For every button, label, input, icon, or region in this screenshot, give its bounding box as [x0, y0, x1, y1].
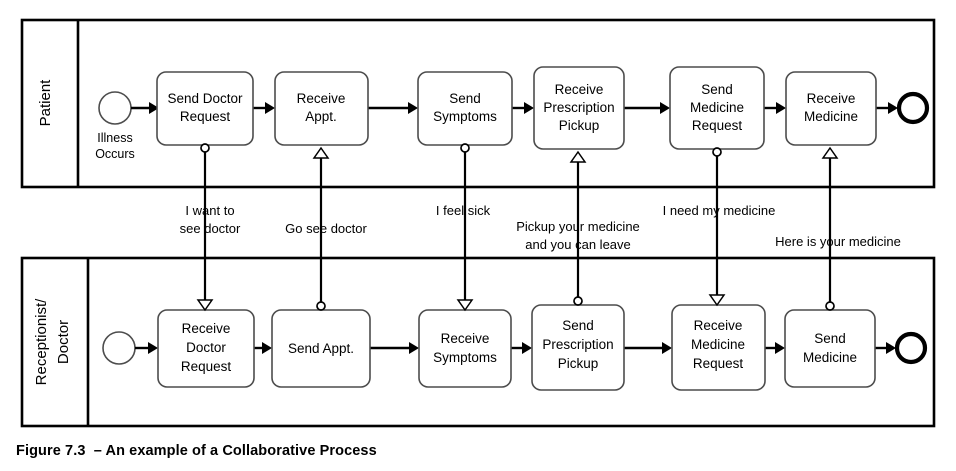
doctor-end-event: [894, 331, 928, 365]
message-flow-target-arrowhead: [196, 299, 214, 312]
task-send-doctor-request-line2: Request: [180, 109, 231, 124]
task-receive-doctor-request-line2: Doctor: [186, 340, 226, 355]
patient-start-event-label-line1: Illness: [97, 131, 132, 145]
task-send-prescription-pickup-line2: Prescription: [542, 337, 613, 352]
task-send-prescription-pickup[interactable]: Send Prescription Pickup: [531, 304, 625, 391]
task-send-medicine-box[interactable]: [784, 309, 876, 388]
message-flow-label-line1: Pickup your medicine: [516, 219, 640, 234]
message-flow-target-arrowhead: [821, 146, 839, 159]
pool-patient: Patient Illness Occurs Send Doctor: [20, 18, 936, 189]
task-send-medicine-request-line3: Request: [692, 118, 743, 133]
task-send-symptoms-line1: Send: [449, 91, 481, 106]
message-flow-target-arrowhead: [312, 146, 330, 159]
message-flow-target-arrowhead: [708, 294, 726, 307]
message-flow-source-marker: [460, 143, 470, 153]
pool-patient-label: Patient: [37, 79, 54, 127]
message-flow-label-line2: and you can leave: [525, 237, 631, 252]
task-receive-appt-box[interactable]: [274, 71, 369, 146]
task-send-medicine-request-line1: Send: [701, 82, 733, 97]
message-flow-i-feel-sick[interactable]: I feel sick: [436, 143, 491, 312]
patient-end-event: [896, 91, 930, 125]
task-receive-medicine-line2: Medicine: [804, 109, 858, 124]
task-receive-appt[interactable]: Receive Appt.: [274, 71, 369, 146]
task-send-prescription-pickup-line3: Pickup: [558, 356, 599, 371]
task-send-symptoms-line2: Symptoms: [433, 109, 497, 124]
task-receive-medicine-line1: Receive: [807, 91, 856, 106]
message-flow-label-line1: Here is your medicine: [775, 234, 901, 249]
task-receive-symptoms-box[interactable]: [418, 309, 512, 388]
message-flow-label-line1: I feel sick: [436, 203, 491, 218]
task-receive-appt-line2: Appt.: [305, 109, 337, 124]
pool-receptionist-doctor: Receptionist/ Doctor Receive Doctor: [20, 256, 936, 428]
message-flow-target-arrowhead: [569, 150, 587, 163]
patient-start-event: [98, 91, 132, 125]
task-send-medicine-line1: Send: [814, 331, 846, 346]
doctor-start-event: [102, 331, 136, 365]
pool-receptionist-doctor-label-line1: Receptionist/: [33, 298, 50, 386]
task-send-doctor-request-line1: Send Doctor: [167, 91, 243, 106]
task-receive-prescription-pickup-line3: Pickup: [559, 118, 600, 133]
task-receive-medicine-request-line3: Request: [693, 356, 744, 371]
task-receive-medicine[interactable]: Receive Medicine: [785, 71, 877, 146]
task-send-symptoms[interactable]: Send Symptoms: [417, 71, 513, 146]
message-flow-label-line1: I need my medicine: [663, 203, 776, 218]
task-receive-medicine-request-line1: Receive: [694, 318, 743, 333]
message-flow-source-marker: [825, 301, 835, 311]
task-receive-doctor-request[interactable]: Receive Doctor Request: [157, 309, 255, 388]
message-flow-source-marker: [316, 301, 326, 311]
message-flow-source-marker: [573, 296, 583, 306]
message-flow-label-line2: see doctor: [180, 221, 241, 236]
pool-receptionist-doctor-label-line2: Doctor: [55, 320, 72, 364]
task-receive-medicine-request-line2: Medicine: [691, 337, 745, 352]
task-send-appt[interactable]: Send Appt.: [271, 309, 371, 388]
task-receive-doctor-request-line3: Request: [181, 359, 232, 374]
task-receive-symptoms[interactable]: Receive Symptoms: [418, 309, 512, 388]
message-flow-label-line1: Go see doctor: [285, 221, 367, 236]
task-receive-doctor-request-line1: Receive: [182, 321, 231, 336]
task-send-medicine-line2: Medicine: [803, 350, 857, 365]
task-send-medicine[interactable]: Send Medicine: [784, 309, 876, 388]
message-flow-i-need-my-medicine[interactable]: I need my medicine: [663, 147, 776, 307]
message-flow-go-see-doctor[interactable]: Go see doctor: [285, 146, 367, 311]
figure-caption: Figure 7.3 – An example of a Collaborati…: [16, 443, 377, 459]
task-receive-symptoms-line2: Symptoms: [433, 350, 497, 365]
task-receive-symptoms-line1: Receive: [441, 331, 490, 346]
message-flow-pickup-your-medicine[interactable]: Pickup your medicine and you can leave: [516, 150, 640, 306]
task-receive-medicine-request-box[interactable]: [671, 304, 766, 391]
task-receive-medicine-box[interactable]: [785, 71, 877, 146]
task-receive-prescription-pickup-line1: Receive: [555, 82, 604, 97]
message-flow-here-is-your-medicine[interactable]: Here is your medicine: [775, 146, 901, 311]
doctor-sequence-flows: [135, 342, 896, 354]
message-flow-source-marker: [712, 147, 722, 157]
message-flow-source-marker: [200, 143, 210, 153]
task-receive-prescription-pickup-box[interactable]: [533, 66, 625, 150]
task-send-appt-line1: Send Appt.: [288, 341, 354, 356]
task-receive-doctor-request-box[interactable]: [157, 309, 255, 388]
task-send-doctor-request[interactable]: Send Doctor Request: [156, 71, 254, 146]
message-flow-target-arrowhead: [456, 299, 474, 312]
task-send-medicine-request[interactable]: Send Medicine Request: [669, 66, 765, 150]
task-receive-prescription-pickup[interactable]: Receive Prescription Pickup: [533, 66, 625, 150]
task-receive-medicine-request[interactable]: Receive Medicine Request: [671, 304, 766, 391]
task-send-medicine-request-line2: Medicine: [690, 100, 744, 115]
message-flow-i-want-to-see-doctor[interactable]: I want to see doctor: [180, 143, 241, 312]
patient-sequence-flows: [131, 102, 898, 114]
patient-start-event-label-line2: Occurs: [95, 147, 135, 161]
task-send-prescription-pickup-line1: Send: [562, 318, 594, 333]
task-receive-prescription-pickup-line2: Prescription: [543, 100, 614, 115]
task-receive-appt-line1: Receive: [297, 91, 346, 106]
message-flow-label-line1: I want to: [185, 203, 234, 218]
